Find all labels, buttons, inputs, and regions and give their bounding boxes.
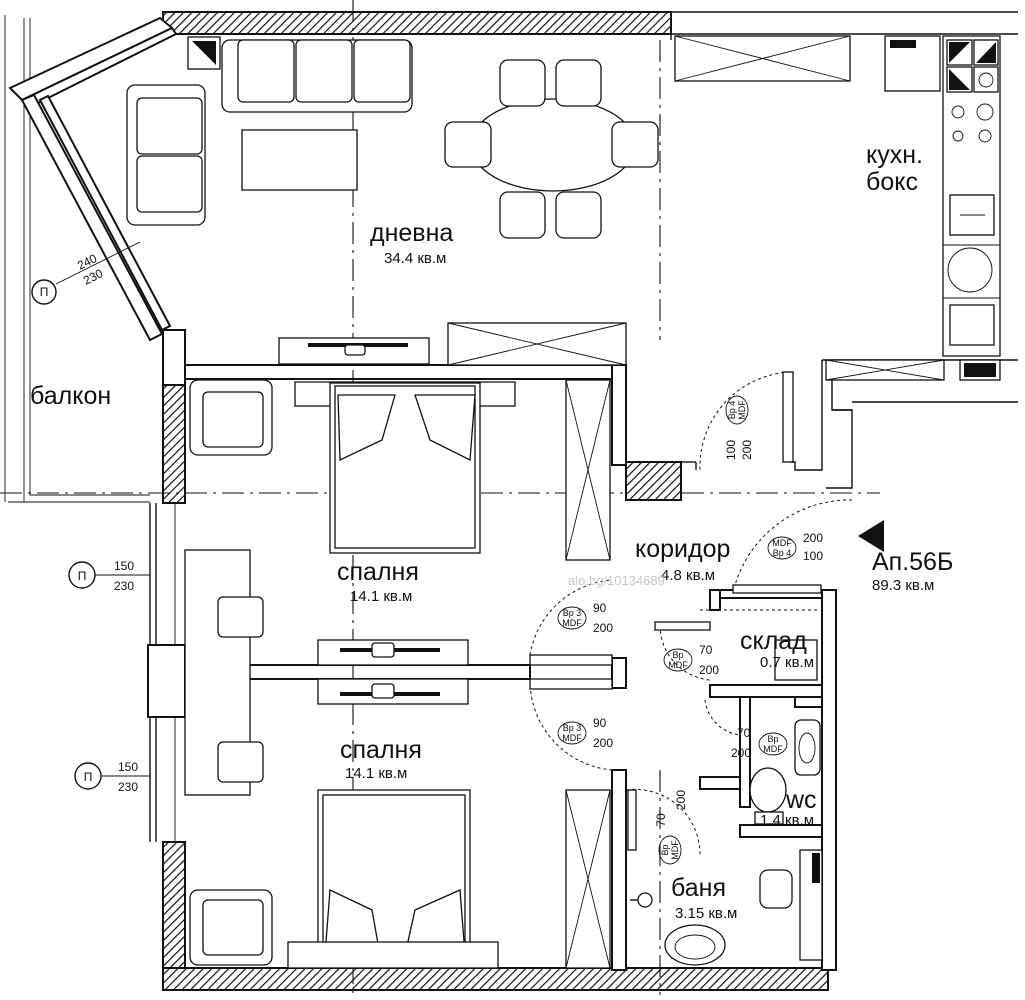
- left-wall-hatch-top: [162, 384, 186, 504]
- kitchen-name-2: бокс: [866, 168, 918, 196]
- svg-text:70: 70: [654, 813, 668, 827]
- door-tag-bath: 70 200 Вр MDF: [654, 790, 688, 865]
- kitchen-furniture: [674, 35, 1001, 381]
- watermark: alo.bg/10134689: [568, 573, 665, 588]
- svg-text:П: П: [78, 569, 87, 583]
- storage-name: склад: [740, 627, 807, 655]
- svg-text:Вр 3: Вр 3: [563, 608, 582, 618]
- door-tag-bed-top: Вр 3 MDF 90 200: [557, 601, 613, 635]
- bedroom-top-area: 14.1 кв.м: [350, 588, 412, 605]
- apartment-name: Ап.56Б: [872, 548, 953, 576]
- svg-text:Вр 4: Вр 4: [773, 548, 792, 558]
- svg-text:90: 90: [593, 716, 607, 730]
- svg-text:Вр: Вр: [672, 650, 683, 660]
- window-tag-bed-top: П 150 230: [68, 559, 150, 593]
- svg-text:70: 70: [737, 726, 751, 740]
- svg-text:100: 100: [724, 440, 738, 460]
- svg-text:200: 200: [740, 440, 754, 460]
- svg-text:100: 100: [803, 549, 823, 563]
- svg-text:MDF: MDF: [763, 744, 783, 754]
- balcony-name: балкон: [30, 382, 111, 410]
- door-tags: 100 200 Вр 4 MDF MDF Вр 4 200 100 Вр 3 M…: [557, 395, 823, 865]
- top-wall: [162, 11, 672, 35]
- bottom-wall: [162, 967, 829, 991]
- kitchen-name-1: кухн.: [866, 141, 923, 169]
- svg-text:MDF: MDF: [562, 733, 582, 743]
- svg-text:200: 200: [593, 736, 613, 750]
- svg-text:Вр: Вр: [660, 844, 670, 855]
- door-tag-storage: Вр MDF 70 200: [663, 643, 719, 677]
- svg-text:200: 200: [674, 790, 688, 810]
- living-room-area: 34.4 кв.м: [384, 250, 446, 267]
- living-room-name: дневна: [370, 219, 453, 247]
- svg-text:70: 70: [699, 643, 713, 657]
- bath-name: баня: [671, 874, 726, 902]
- toilet: [749, 767, 787, 813]
- svg-text:П: П: [84, 770, 93, 784]
- entrance-arrow: [858, 520, 884, 552]
- svg-text:230: 230: [114, 579, 134, 593]
- storage-area: 0.7 кв.м: [760, 654, 814, 671]
- svg-text:200: 200: [699, 663, 719, 677]
- window-tag-bed-bottom: П 150 230: [74, 760, 150, 794]
- svg-text:200: 200: [593, 621, 613, 635]
- svg-text:MDF: MDF: [668, 660, 688, 670]
- balcony: [4, 15, 150, 503]
- svg-text:Вр 3: Вр 3: [563, 723, 582, 733]
- bedroom-top-furniture: [184, 379, 611, 796]
- svg-text:150: 150: [118, 760, 138, 774]
- door-tag-bed-bottom: Вр 3 MDF 90 200: [557, 716, 613, 750]
- window-tags: П 240 230 П 150 230 П 150 230: [31, 241, 150, 794]
- svg-text:MDF: MDF: [670, 840, 680, 860]
- door-tag-entrance: MDF Вр 4 200 100: [767, 531, 823, 563]
- svg-text:230: 230: [118, 780, 138, 794]
- dining-chairs: [444, 59, 659, 239]
- svg-text:200: 200: [731, 746, 751, 760]
- svg-text:150: 150: [114, 559, 134, 573]
- living-furniture: [126, 36, 659, 366]
- door-tag-living: 100 200 Вр 4 MDF: [724, 395, 754, 460]
- living-bedroom-wall: [184, 364, 626, 380]
- bath-fixtures: [630, 609, 823, 966]
- svg-text:MDF: MDF: [562, 618, 582, 628]
- bedroom-bottom-name: спалня: [340, 736, 422, 764]
- bedroom-top-name: спалня: [337, 558, 419, 586]
- svg-text:200: 200: [803, 531, 823, 545]
- svg-text:MDF: MDF: [772, 538, 792, 548]
- tv-unit: [278, 337, 430, 365]
- bedroom-bottom-area: 14.1 кв.м: [345, 765, 407, 782]
- doors: [529, 371, 853, 856]
- wc-area: 1.4 кв.м: [760, 812, 814, 829]
- bedroom-right-wall: [611, 769, 627, 971]
- corridor-column: [625, 461, 682, 501]
- service-block-right-wall: [821, 589, 837, 971]
- bedroom-bottom-furniture: [189, 789, 611, 969]
- svg-text:П: П: [40, 285, 49, 299]
- svg-text:Вр 4: Вр 4: [727, 401, 737, 420]
- svg-text:90: 90: [593, 601, 607, 615]
- door-tag-wc: 70 200 Вр MDF: [731, 726, 788, 760]
- corridor-name: коридор: [635, 535, 730, 563]
- dining-table: [470, 98, 636, 192]
- room-labels: дневна 34.4 кв.м кухн. бокс балкон спалн…: [30, 141, 953, 922]
- apartment-area: 89.3 кв.м: [872, 577, 934, 594]
- svg-text:MDF: MDF: [737, 400, 747, 420]
- corridor-area: 4.8 кв.м: [661, 567, 715, 584]
- coffee-table: [241, 129, 358, 191]
- wc-name: wc: [785, 786, 817, 814]
- walls: [8, 11, 1018, 991]
- bath-area: 3.15 кв.м: [675, 905, 737, 922]
- left-wall-hatch-bottom: [162, 841, 186, 988]
- svg-text:Вр: Вр: [767, 734, 778, 744]
